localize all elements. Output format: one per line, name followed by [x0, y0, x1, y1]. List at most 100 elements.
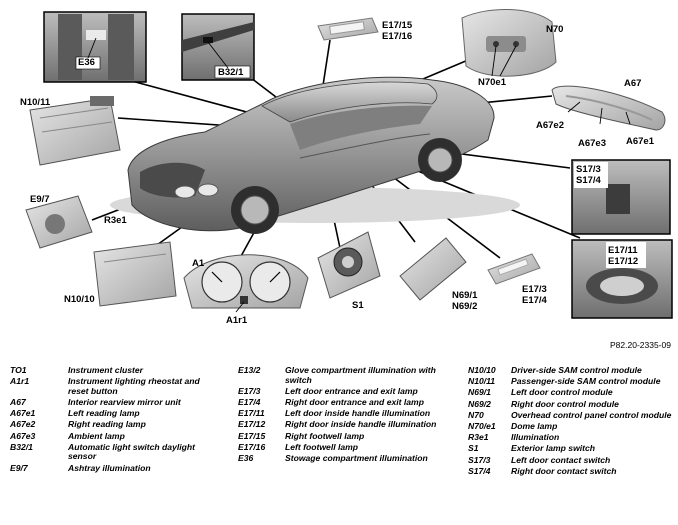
legend-description: Left reading lamp [68, 408, 140, 419]
door-control-module-part [399, 237, 467, 301]
vehicle-illustration [110, 76, 520, 234]
legend-description: Interior rearview mirror unit [68, 396, 181, 407]
callout-a67: A67 [624, 78, 642, 89]
driver-sam-module-part [93, 241, 177, 307]
legend-code: TO1 [10, 365, 27, 375]
passenger-sam-module-part [29, 96, 121, 166]
legend-entry: B32/1 Automatic light switch daylight sen… [10, 441, 210, 462]
legend-description: Right footwell lamp [285, 430, 365, 441]
overhead-control-panel-part [461, 9, 557, 77]
legend-code: A67 [10, 396, 26, 407]
legend-code: A67e2 [10, 419, 36, 430]
legend-code: E17/3 [238, 385, 261, 396]
legend-description: Dome lamp [511, 420, 558, 431]
callout-a1: A1 [192, 258, 205, 269]
legend-description: Overhead control panel control module [511, 409, 672, 420]
callout-e17-15-16: E17/15 E17/16 [382, 20, 413, 42]
callout-s1: S1 [352, 300, 364, 311]
callout-e36: E36 [78, 57, 95, 68]
legend-entry: A67e3 Ambient lamp [10, 430, 210, 442]
footwell-lamp-part [317, 17, 379, 41]
legend-description: Ambient lamp [68, 430, 125, 441]
legend-code: S1 [468, 443, 479, 454]
legend-description: Ashtray illumination [68, 462, 151, 473]
callout-s17-3-4: S17/3 S17/4 [576, 164, 601, 186]
callout-e17-11-12: E17/11 E17/12 [608, 245, 639, 267]
legend-code: N10/11 [468, 376, 496, 387]
callout-r3e1: R3e1 [104, 215, 127, 226]
legend-code: E17/4 [238, 396, 261, 407]
callout-a67e3: A67e3 [578, 138, 606, 149]
legend-code: E13/2 [238, 365, 261, 375]
rearview-mirror-part [551, 85, 666, 131]
legend-code: E17/15 [238, 430, 266, 441]
light-sensor-inset [181, 13, 255, 81]
legend-entry: S17/4 Right door contact switch [468, 465, 674, 477]
legend-description: Passenger-side SAM control module [511, 376, 661, 387]
legend-description: Left door inside handle illumination [285, 408, 431, 419]
callout-b32-1: B32/1 [218, 67, 244, 78]
legend-code: N69/1 [468, 387, 491, 398]
legend-code: S17/4 [468, 465, 491, 476]
door-handle-illumination-inset [571, 239, 673, 319]
legend-entry: E13/2 Glove compartment illumination with… [238, 365, 450, 385]
legend-code: B32/1 [10, 441, 33, 452]
stowage-compartment-inset [43, 11, 147, 83]
legend-code: S17/3 [468, 454, 491, 465]
legend-entry: N10/10 Driver-side SAM control module [468, 365, 674, 376]
legend-description: Stowage compartment illumination [285, 452, 428, 463]
callout-n69: N69/1 N69/2 [452, 290, 478, 312]
legend-description: Illumination [511, 432, 560, 443]
legend-code: E17/16 [238, 441, 266, 452]
legend-code: A67e1 [10, 408, 36, 419]
legend-code: N70/e1 [468, 420, 496, 431]
legend-column-2: E13/2 Glove compartment illumination with… [238, 365, 450, 465]
legend-code: N10/10 [468, 365, 496, 375]
legend-description: Driver-side SAM control module [511, 365, 642, 375]
legend-description: Glove compartment illumination with swit… [285, 365, 436, 385]
door-contact-switch-inset [571, 159, 671, 235]
legend-code: N70 [468, 409, 484, 420]
legend-code: A1r1 [10, 376, 30, 387]
legend-code: E17/11 [238, 408, 265, 419]
legend-entry: A67 Interior rearview mirror unit [10, 396, 210, 408]
legend-description: Automatic light switch daylight sensor [68, 441, 196, 462]
legend-entry: N70 Overhead control panel control module [468, 409, 674, 421]
callout-a67e1: A67e1 [626, 136, 654, 147]
legend-entry: E17/11 Left door inside handle illuminati… [238, 409, 450, 419]
legend-entry: N10/11 Passenger-side SAM control module [468, 377, 674, 387]
instrument-cluster-part [183, 254, 309, 309]
exterior-lamp-switch-part [317, 231, 381, 299]
legend-description: Right door contact switch [511, 465, 617, 476]
legend-code: A67e3 [10, 430, 36, 441]
legend-code: N69/2 [468, 398, 491, 409]
callout-n70: N70 [546, 24, 564, 35]
legend-description: Left door control module [511, 387, 613, 398]
legend-code: E36 [238, 452, 254, 463]
legend-description: Right door entrance and exit lamp [285, 396, 424, 407]
legend-entry: A1r1 Instrument lighting rheostat and res… [10, 376, 210, 396]
legend-entry: N70/e1 Dome lamp [468, 420, 674, 432]
callout-n10-11: N10/11 [20, 97, 51, 108]
callout-e17-3-4: E17/3 E17/4 [522, 284, 547, 306]
legend-entry: E17/15 Right footwell lamp [238, 430, 450, 442]
legend-description: Instrument lighting rheostat and reset b… [68, 376, 200, 396]
callout-n10-10: N10/10 [64, 294, 95, 305]
callout-e9-7: E9/7 [30, 194, 50, 205]
legend-entry: A67e1 Left reading lamp [10, 409, 210, 419]
inset-pointers [87, 37, 631, 313]
figure-code: P82.20-2335-09 [610, 340, 671, 350]
component-location-diagram [25, 9, 673, 319]
callout-a67e2: A67e2 [536, 120, 564, 131]
